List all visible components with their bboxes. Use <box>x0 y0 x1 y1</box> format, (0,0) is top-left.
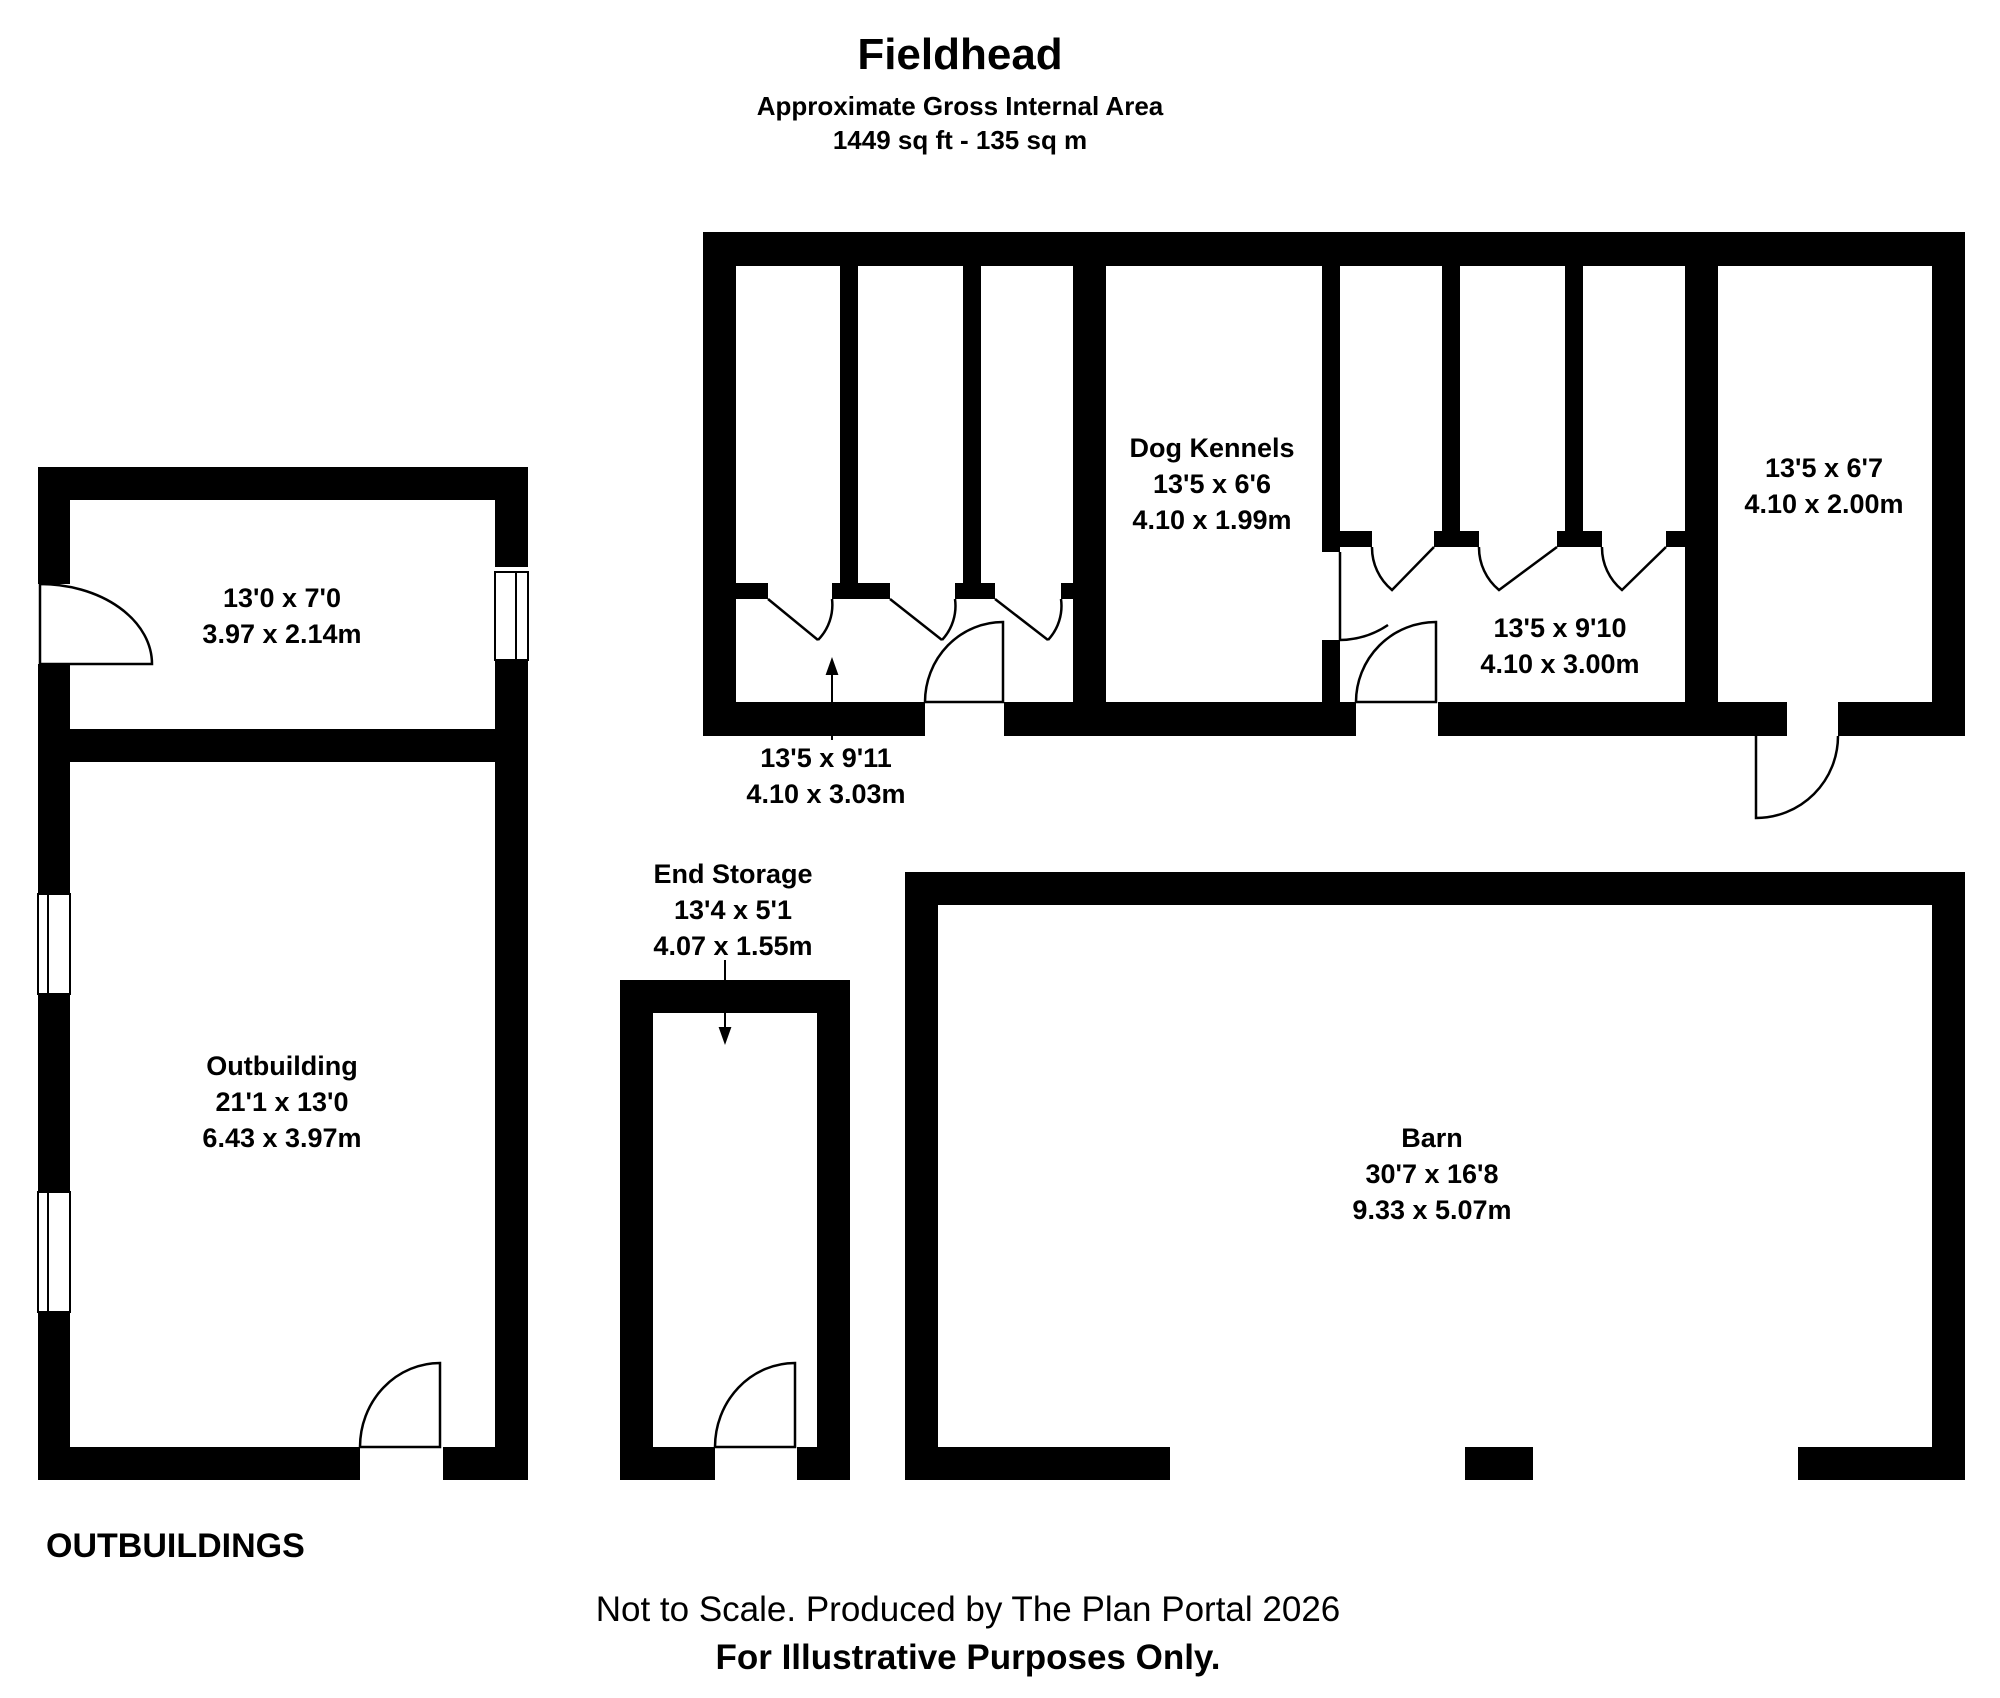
door-swing <box>1338 552 1389 642</box>
room-dim-metric: 4.07 x 1.55m <box>653 931 813 961</box>
footer-disclaimer: For Illustrative Purposes Only. <box>715 1638 1221 1677</box>
wall <box>832 583 890 599</box>
wall <box>1061 583 1073 599</box>
wall <box>736 583 768 599</box>
room-dog-kennels: Dog Kennels 13'5 x 6'6 4.10 x 1.99m <box>1129 430 1294 538</box>
wall <box>1322 232 1340 552</box>
door-swing <box>1354 620 1438 704</box>
area-value: 1449 sq ft - 135 sq m <box>832 125 1088 155</box>
room-name: Barn <box>1401 1123 1463 1153</box>
wall <box>495 660 528 1480</box>
wall <box>797 1447 850 1480</box>
wall <box>495 467 528 567</box>
wall <box>1340 531 1372 547</box>
room-dim-imperial: 13'5 x 6'7 <box>1765 453 1883 483</box>
wall <box>905 872 938 1480</box>
wall <box>1798 1447 1965 1480</box>
door-swing <box>713 1361 797 1449</box>
room-name: End Storage <box>653 859 813 889</box>
door-swing <box>1754 735 1840 820</box>
wall <box>703 232 736 736</box>
wall <box>1073 232 1106 736</box>
room-dim-metric: 4.10 x 1.99m <box>1132 505 1292 535</box>
room-dim-metric: 6.43 x 3.97m <box>202 1123 362 1153</box>
door-swing <box>38 582 154 666</box>
section-label: OUTBUILDINGS <box>46 1527 305 1565</box>
wall <box>1004 702 1356 736</box>
room-barn: Barn 30'7 x 16'8 9.33 x 5.07m <box>1352 1120 1511 1228</box>
wall <box>38 1447 360 1480</box>
wall <box>1932 232 1965 736</box>
wall <box>1565 266 1583 531</box>
plan-title: Fieldhead <box>857 30 1063 79</box>
pen-gate <box>994 598 1063 641</box>
wall <box>1932 872 1965 1480</box>
room-dim-metric: 4.10 x 3.03m <box>746 779 906 809</box>
wall <box>38 994 70 1192</box>
room-dim-metric: 4.10 x 2.00m <box>1744 489 1904 519</box>
area-label: Approximate Gross Internal Area <box>756 91 1164 121</box>
wall <box>1666 531 1685 547</box>
room-dim-imperial: 13'5 x 6'6 <box>1153 469 1271 499</box>
wall <box>38 729 528 762</box>
wall <box>38 467 528 500</box>
pen-gate <box>889 598 957 641</box>
wall <box>963 266 981 583</box>
wall <box>1434 531 1479 547</box>
room-end-storage: End Storage 13'4 x 5'1 4.07 x 1.55m <box>653 856 812 964</box>
room-dim-metric: 4.10 x 3.00m <box>1480 649 1640 679</box>
room-dim-metric: 3.97 x 2.14m <box>202 619 362 649</box>
wall <box>620 980 850 1013</box>
wall <box>620 980 653 1480</box>
wall <box>38 664 70 894</box>
room-dim-imperial: 13'4 x 5'1 <box>674 895 792 925</box>
wall <box>1465 1447 1533 1480</box>
wall <box>1322 640 1340 702</box>
wall <box>443 1447 528 1480</box>
wall <box>38 467 70 584</box>
room-dim-metric: 9.33 x 5.07m <box>1352 1195 1512 1225</box>
room-dim-imperial: 13'5 x 9'11 <box>760 743 892 773</box>
door-swing <box>358 1361 442 1449</box>
window <box>37 893 71 995</box>
wall <box>1685 232 1718 736</box>
window <box>37 1191 71 1313</box>
wall <box>955 583 995 599</box>
room-kennel-run-right: 13'5 x 9'10 4.10 x 3.00m <box>1480 610 1639 682</box>
room-outbuilding: Outbuilding 21'1 x 13'0 6.43 x 3.97m <box>202 1048 361 1156</box>
wall <box>703 702 925 736</box>
wall <box>1557 531 1602 547</box>
wall <box>905 1447 1170 1480</box>
room-dim-imperial: 21'1 x 13'0 <box>215 1087 349 1117</box>
pen-gate <box>1477 545 1558 592</box>
pen-gate <box>1600 546 1667 592</box>
room-name: Dog Kennels <box>1129 433 1295 463</box>
room-store-top: 13'0 x 7'0 3.97 x 2.14m <box>202 580 361 652</box>
wall <box>620 1447 715 1480</box>
room-dim-imperial: 13'5 x 9'10 <box>1493 613 1627 643</box>
wall <box>1838 702 1965 736</box>
pen-gate <box>1370 546 1435 592</box>
door-swing <box>923 620 1005 704</box>
room-dim-imperial: 13'0 x 7'0 <box>223 583 341 613</box>
wall <box>1755 702 1787 736</box>
window <box>494 571 529 661</box>
room-dim-imperial: 30'7 x 16'8 <box>1365 1159 1499 1189</box>
wall <box>1442 266 1460 531</box>
room-name: Outbuilding <box>206 1051 358 1081</box>
wall <box>840 266 858 583</box>
footer-note: Not to Scale. Produced by The Plan Porta… <box>595 1590 1341 1629</box>
pen-gate <box>767 598 834 641</box>
wall <box>817 980 850 1480</box>
room-kennel-run-left: 13'5 x 9'11 4.10 x 3.03m <box>746 740 905 812</box>
wall <box>905 872 1965 905</box>
room-end: 13'5 x 6'7 4.10 x 2.00m <box>1744 450 1903 522</box>
